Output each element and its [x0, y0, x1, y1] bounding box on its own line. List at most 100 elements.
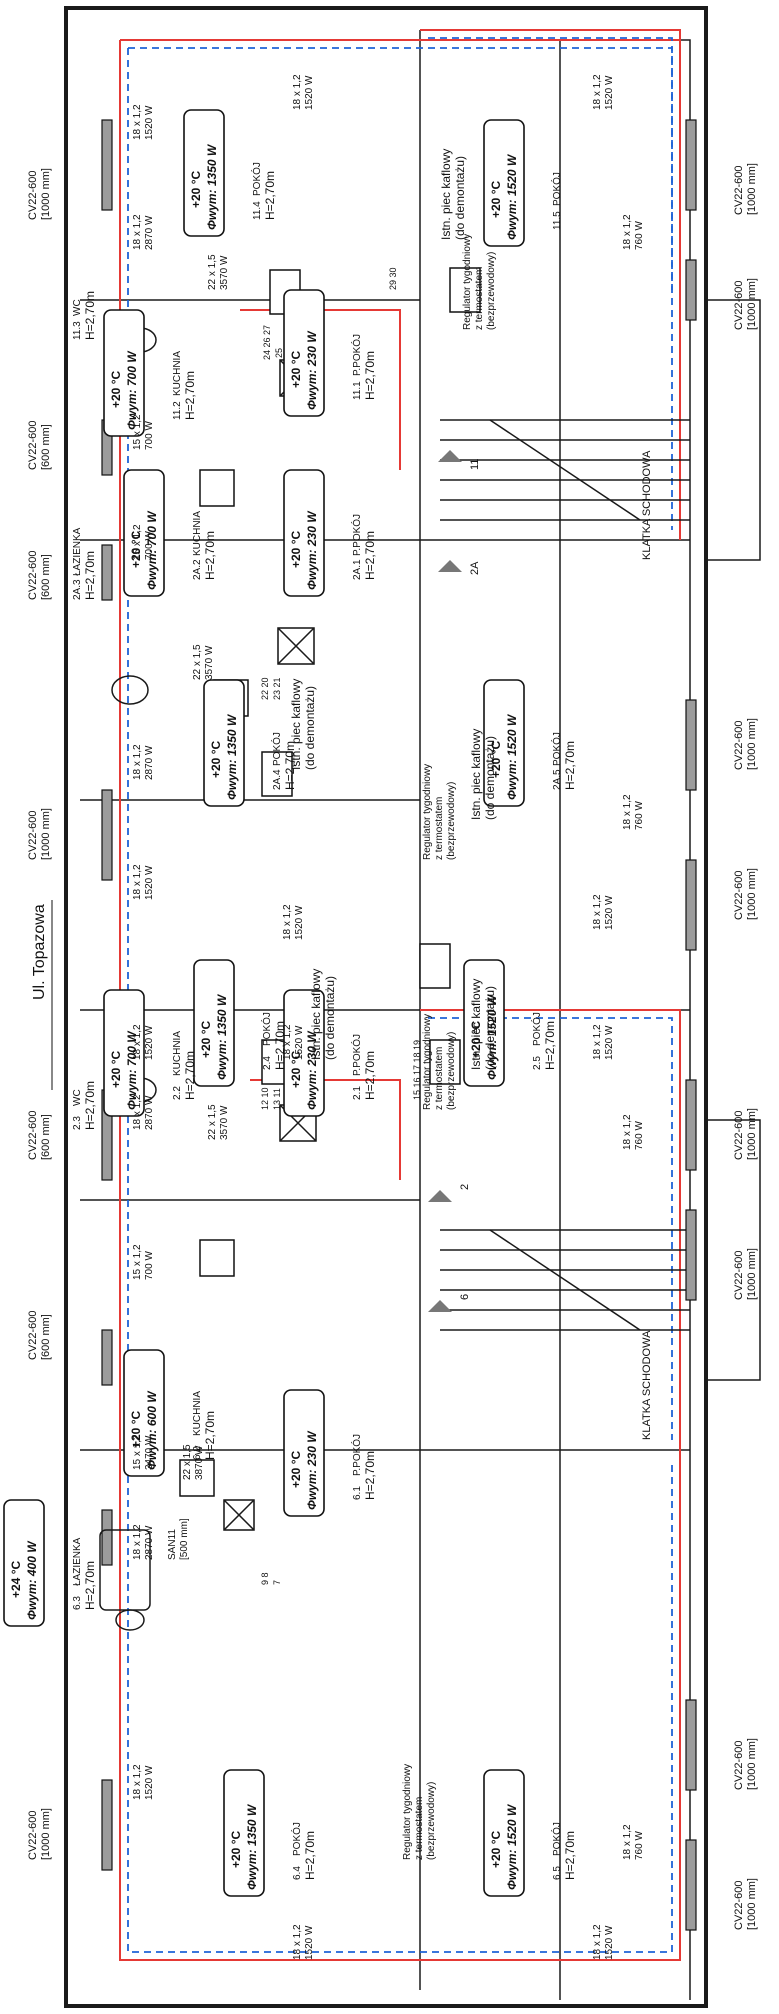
- pipe-size: 18 x 1,2: [132, 1764, 143, 1800]
- pipe-size: 18 x 1,2: [622, 214, 633, 250]
- room-number: 2A.4: [272, 769, 283, 790]
- room-height: H=2,70m: [563, 1831, 577, 1880]
- stove-label: Istn. piec kaflowy(do demontażu): [469, 729, 497, 820]
- room-number: 6.3: [72, 1596, 83, 1610]
- pipe-power: 3570 W: [219, 255, 230, 290]
- room-temp-box: [223, 1769, 265, 1897]
- room-temp-box: [283, 1389, 325, 1517]
- regulator-line3: (bezprzewodowy): [486, 252, 497, 330]
- radiator-model: CV22-600: [733, 1110, 745, 1160]
- room-power: Φwym: 700 W: [125, 350, 139, 430]
- radiator-label: CV22-600[1000 mm]: [733, 868, 758, 920]
- vent-number: 13 11: [272, 1088, 282, 1110]
- stove-line1: Istn. piec kaflowy: [289, 679, 303, 770]
- room-height: H=2,70m: [363, 531, 377, 580]
- room-name: POKÓJ: [250, 162, 263, 196]
- radiator-model: CV22-600: [733, 1740, 745, 1790]
- room-height: H=2,70m: [83, 551, 97, 600]
- radiator-size: [600 mm]: [40, 1314, 52, 1360]
- stove-box: [261, 751, 293, 797]
- room-temp: +20 °C: [289, 1451, 303, 1488]
- stove-line1: Istn. piec kaflowy: [309, 969, 323, 1060]
- room-temp-box: [123, 469, 165, 597]
- pipe-size: 18 x 1,2: [132, 1524, 143, 1560]
- room-number: 2.4: [262, 1056, 273, 1070]
- vent-number: 22 20: [260, 677, 270, 700]
- vent-number: 15 16 17 18 19: [412, 1040, 422, 1100]
- pipe-size: 15 x 1,2: [132, 1244, 143, 1280]
- radiator-size: [1000 mm]: [746, 718, 758, 770]
- room-temp: +20 °C: [109, 371, 123, 408]
- bath-radiator-name: SAN11: [167, 1529, 178, 1560]
- room-name: POKÓJ: [290, 1822, 303, 1856]
- pipe-power: 1520 W: [144, 1025, 155, 1060]
- radiator: [101, 119, 113, 211]
- room-number: 2A.3: [72, 579, 83, 600]
- pipe-power: 760 W: [634, 221, 645, 250]
- stair-label-top: KLATKA SCHODOWA: [641, 450, 653, 560]
- room-height: H=2,70m: [363, 1451, 377, 1500]
- stove-box: [419, 943, 451, 989]
- regulator-line2: z termostatem: [414, 1797, 425, 1860]
- room-number: 11.4: [252, 201, 263, 220]
- pipe-power: 700 W: [144, 1251, 155, 1280]
- room-name: P.POKÓJ: [350, 514, 363, 556]
- radiator-label: CV22-600[1000 mm]: [27, 808, 52, 860]
- pipe-size: 18 x 1,2: [132, 1024, 143, 1060]
- room-power: Φwym: 230 W: [305, 330, 319, 410]
- room-temp: +20 °C: [489, 181, 503, 218]
- pipe-power: 3470 W: [144, 1435, 155, 1470]
- radiator-model: CV22-600: [27, 1810, 39, 1860]
- room-number: 6.5: [552, 1866, 563, 1880]
- radiator-size: [600 mm]: [40, 1114, 52, 1160]
- radiator-group-left: [101, 119, 113, 1871]
- room-temp-box: [103, 989, 145, 1117]
- regulator-line1: Regulator tygodniowy: [422, 764, 433, 860]
- room-number: 2A.5: [552, 769, 563, 790]
- room-power: Φwym: 1350 W: [225, 713, 239, 800]
- pipe-size: 18 x 1,2: [622, 794, 633, 830]
- room-height: H=2,70m: [203, 1411, 217, 1460]
- room-temp: +20 °C: [469, 1021, 483, 1058]
- room-temp: +20 °C: [229, 1831, 243, 1868]
- radiator-model: CV22-600: [733, 1880, 745, 1930]
- room-power: Φwym: 700 W: [125, 1030, 139, 1110]
- room-temp-box: [3, 1499, 45, 1627]
- stair-labels: KLATKA SCHODOWA KLATKA SCHODOWA 11 2A 2 …: [459, 450, 653, 1440]
- room-temp-box: [283, 989, 325, 1117]
- room-number: 11.1: [352, 381, 363, 400]
- pipe-power: 1520 W: [144, 105, 155, 140]
- room-temp: +20 °C: [129, 531, 143, 568]
- room-power: Φwym: 1520 W: [485, 993, 499, 1080]
- radiator-label: CV22-600[1000 mm]: [27, 1808, 52, 1860]
- bath-radiator-size: [500 mm]: [179, 1518, 190, 1560]
- pipe-power: 760 W: [634, 1831, 645, 1860]
- room-temp: +20 °C: [129, 1411, 143, 1448]
- radiator-group-right: [685, 119, 697, 1931]
- room-number: 11.3: [72, 321, 83, 340]
- pipe-size: 18 x 1,2: [592, 74, 603, 110]
- regulator-line3: (bezprzewodowy): [446, 782, 457, 860]
- radiator-labels: CV22-600[1000 mm]CV22-600[600 mm]CV22-60…: [27, 163, 758, 1930]
- radiator-label: CV22-600[1000 mm]: [733, 1108, 758, 1160]
- room-number: 2A.2: [192, 559, 203, 580]
- room-number: 2A.1: [352, 559, 363, 580]
- regulator-line2: z termostatem: [434, 797, 445, 860]
- stove-label: Istn. piec kaflowy(do demontażu): [469, 979, 497, 1070]
- stair-arrow-icon: [428, 1190, 452, 1202]
- room-name: KUCHNIA: [192, 511, 203, 556]
- room-height: H=2,70m: [83, 291, 97, 340]
- radiator: [101, 789, 113, 881]
- pipe-size: 18 x 1,2: [282, 904, 293, 940]
